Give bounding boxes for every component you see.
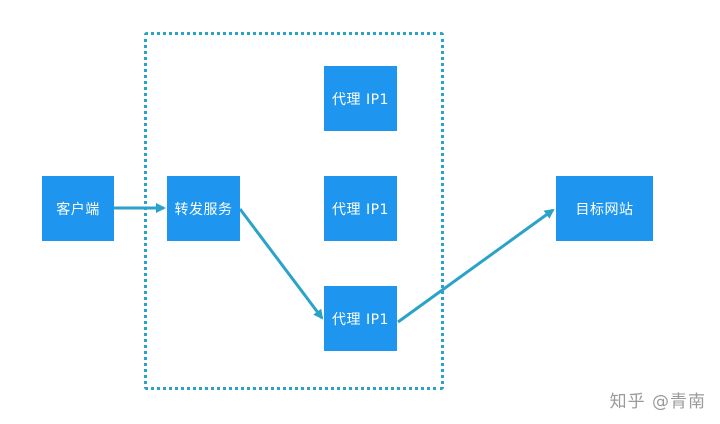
proxy-node-bottom: 代理 IP1 <box>324 286 397 351</box>
arrow-forwarder-to-proxy <box>238 208 324 320</box>
proxy-node-top: 代理 IP1 <box>324 66 397 131</box>
forwarder-node: 转发服务 <box>167 176 240 241</box>
arrow-proxy-to-target <box>397 208 555 324</box>
watermark: 知乎 @青南 <box>609 392 706 412</box>
client-node: 客户端 <box>42 176 114 241</box>
target-node: 目标网站 <box>556 176 653 241</box>
forwarding-service-boundary <box>144 32 444 390</box>
proxy-node-middle: 代理 IP1 <box>324 176 397 241</box>
